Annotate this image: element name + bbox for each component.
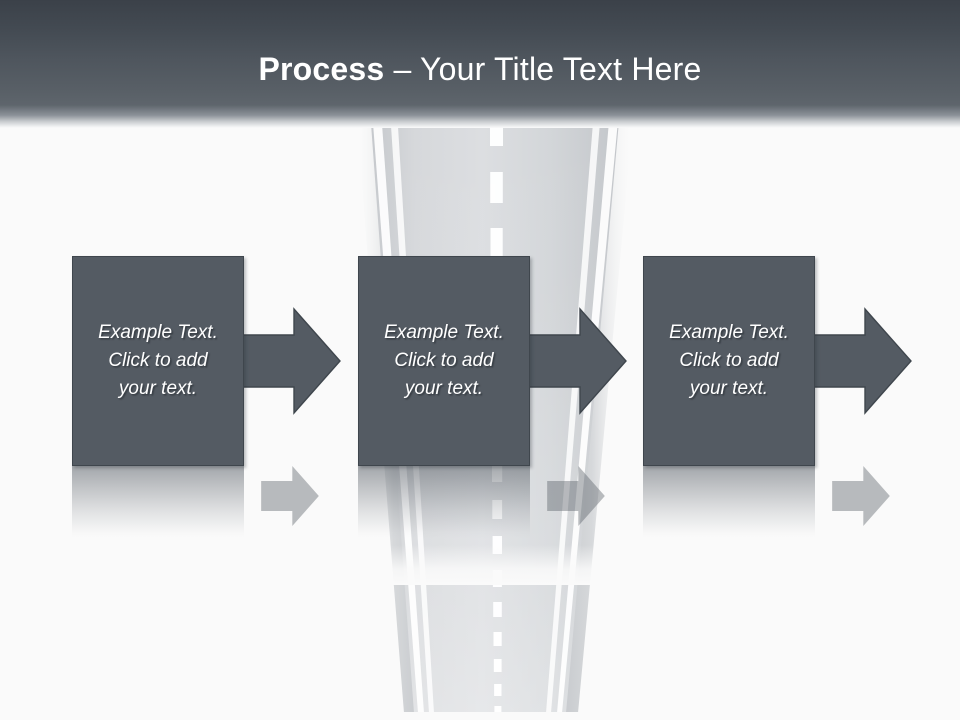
process-arrow-1: [239, 307, 341, 415]
process-arrow-2: [525, 307, 627, 415]
page-title-light: Your Title Text Here: [420, 51, 702, 87]
process-arrow-3-reflection: [811, 466, 911, 526]
page-title-separator: –: [384, 51, 421, 87]
process-step-3-label: Example Text. Click to add your text.: [669, 322, 789, 399]
page-title: Process – Your Title Text Here: [0, 50, 960, 88]
process-arrow-1-reflection: [240, 466, 340, 526]
process-step-3-box[interactable]: Example Text. Click to add your text.: [643, 256, 815, 466]
process-step-1-label: Example Text. Click to add your text.: [98, 322, 218, 399]
road-bottom-cap: [380, 712, 590, 720]
process-arrow-2-reflection: [526, 466, 626, 526]
page-title-bold: Process: [258, 51, 385, 87]
slide-header-band: [0, 0, 960, 128]
process-step-2-box[interactable]: Example Text. Click to add your text.: [358, 256, 530, 466]
process-step-1-reflection: [72, 466, 244, 538]
process-step-3-reflection: [643, 466, 815, 538]
process-step-2-reflection: [358, 466, 530, 538]
process-step-1-box[interactable]: Example Text. Click to add your text.: [72, 256, 244, 466]
process-step-2-label: Example Text. Click to add your text.: [384, 322, 504, 399]
process-arrow-3: [810, 307, 912, 415]
